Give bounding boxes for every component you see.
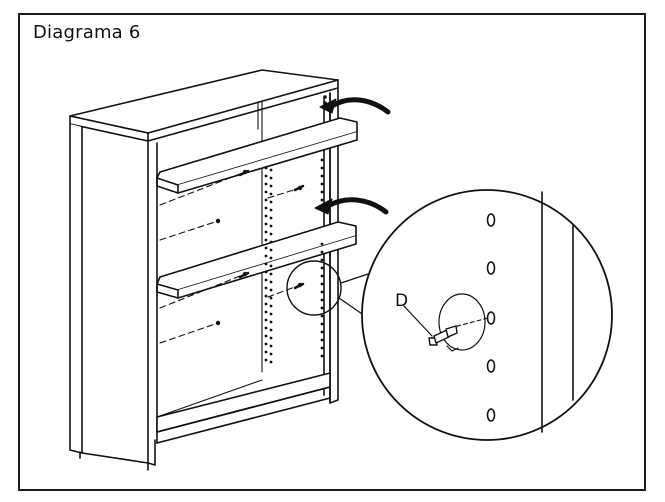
left-side-panel	[69, 123, 83, 454]
insert-arrow-upper	[329, 97, 391, 115]
shelf-upper	[156, 117, 358, 186]
detail-callout-circle	[286, 260, 342, 316]
magnified-detail	[361, 189, 613, 441]
magnified-circle	[361, 189, 613, 441]
top-panel	[69, 69, 339, 134]
bookcase	[69, 69, 391, 471]
shelf-lower	[156, 221, 357, 291]
bottom-shelf	[156, 372, 331, 433]
diagram-title: Diagrama 6	[33, 22, 141, 43]
shelf-hole-columns	[264, 95, 327, 364]
insert-arrow-lower	[325, 197, 389, 215]
part-label-d: D	[395, 291, 409, 311]
